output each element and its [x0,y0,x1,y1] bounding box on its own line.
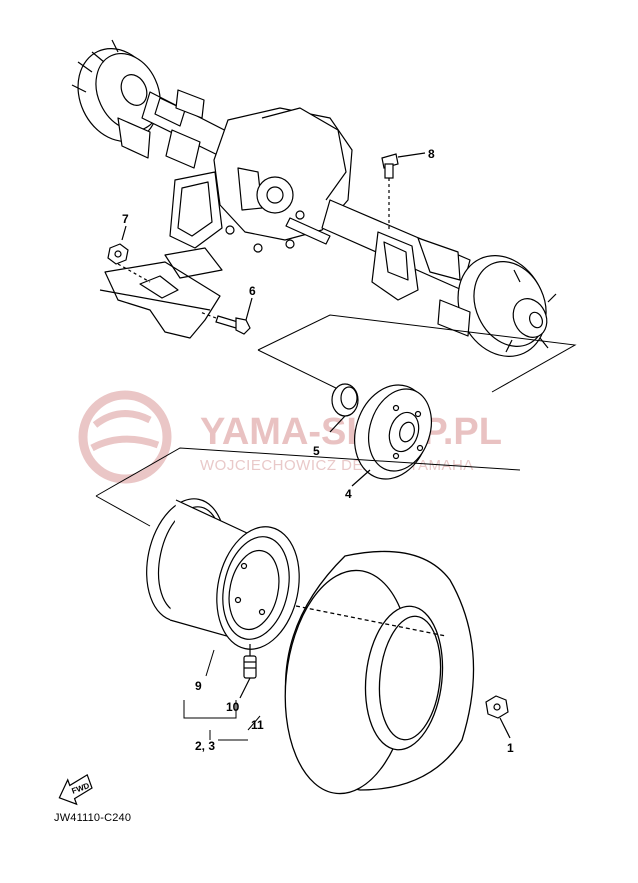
callout-9: 9 [195,679,202,693]
watermark: YAMA-SKLEP.PL WOJCIECHOWICZ DEALER YAMAH… [78,390,502,484]
callout-10: 10 [226,700,240,714]
wheel-leader-frame [95,447,521,527]
callout-8: 8 [428,147,435,161]
callout-4: 4 [345,487,352,501]
valve [239,644,257,699]
leader-lines [183,649,261,741]
callout-1: 1 [507,741,514,755]
fwd-arrow-icon: FWD [58,773,93,806]
callout-11: 11 [251,718,264,732]
watermark-name: YAMA-SKLEP.PL [200,411,502,453]
callout-2-3: 2, 3 [195,739,215,753]
watermark-subtitle: WOJCIECHOWICZ DEALER YAMAHA [200,457,474,474]
watermark-logo [78,390,172,484]
drum-cap [329,383,359,433]
wheel-nut [485,695,511,739]
tire [284,550,475,795]
flange-bolt [381,152,426,230]
brake-drum [351,384,432,487]
callout-6: 6 [249,284,256,298]
bolt [199,297,253,335]
rear-axle-assembly [71,39,557,357]
wheel-rim [146,498,300,650]
drum-leader-frame [257,314,577,393]
callout-5: 5 [313,444,320,458]
callout-labels: 8 7 6 5 4 9 10 11 2, 3 1 [122,147,514,755]
callout-7: 7 [122,212,129,226]
nut [107,225,151,283]
diagram-code: JW41110-C240 [54,812,132,824]
